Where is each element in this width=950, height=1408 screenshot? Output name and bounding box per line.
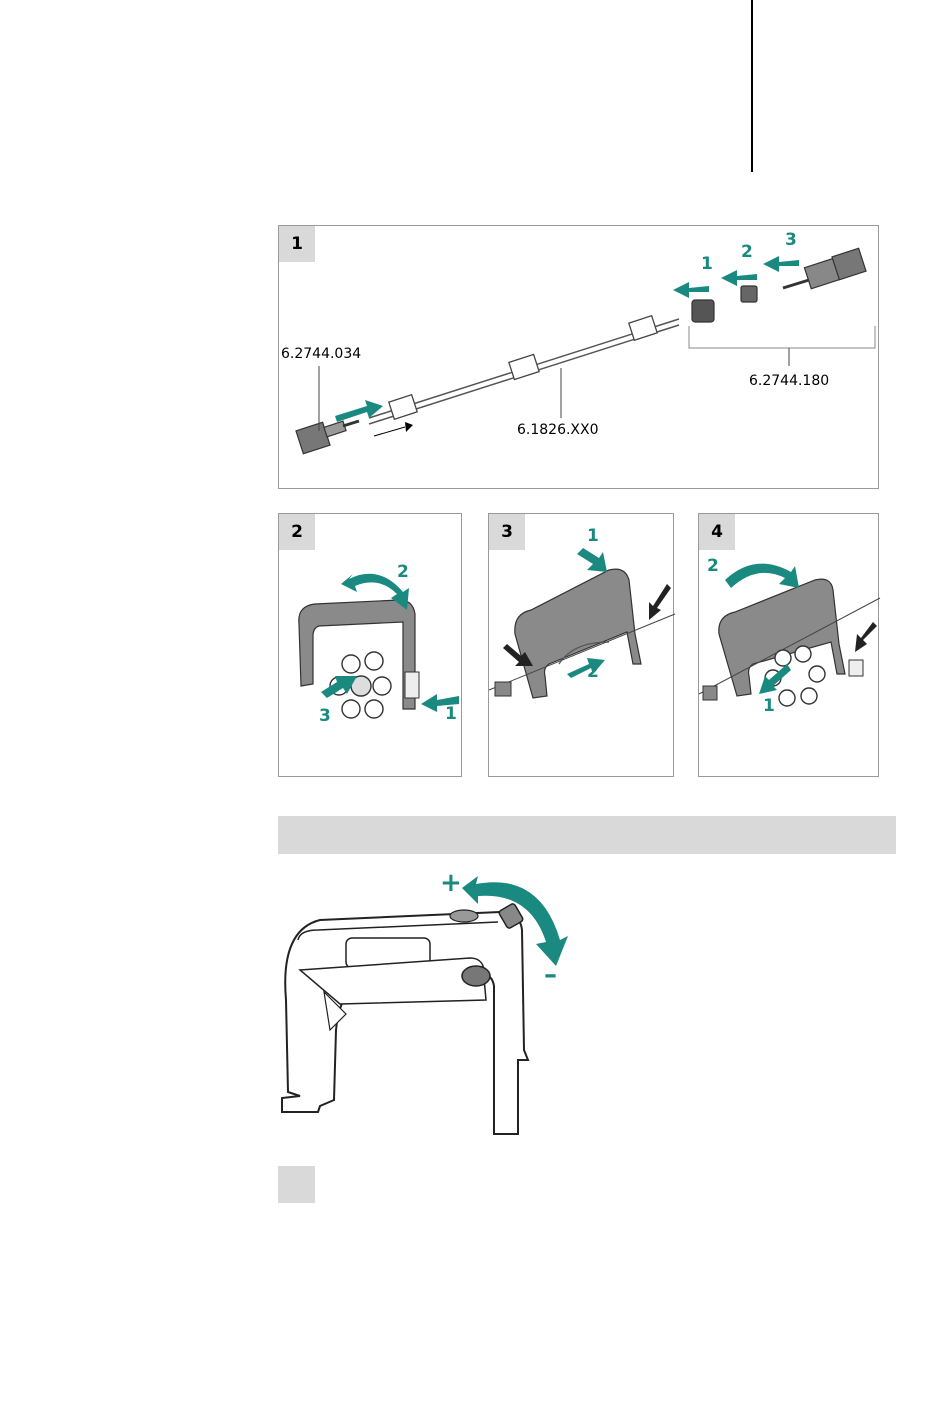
step-badge-placeholder — [278, 1166, 315, 1203]
decrease-symbol: – — [544, 960, 557, 990]
increase-symbol: + — [440, 868, 462, 898]
